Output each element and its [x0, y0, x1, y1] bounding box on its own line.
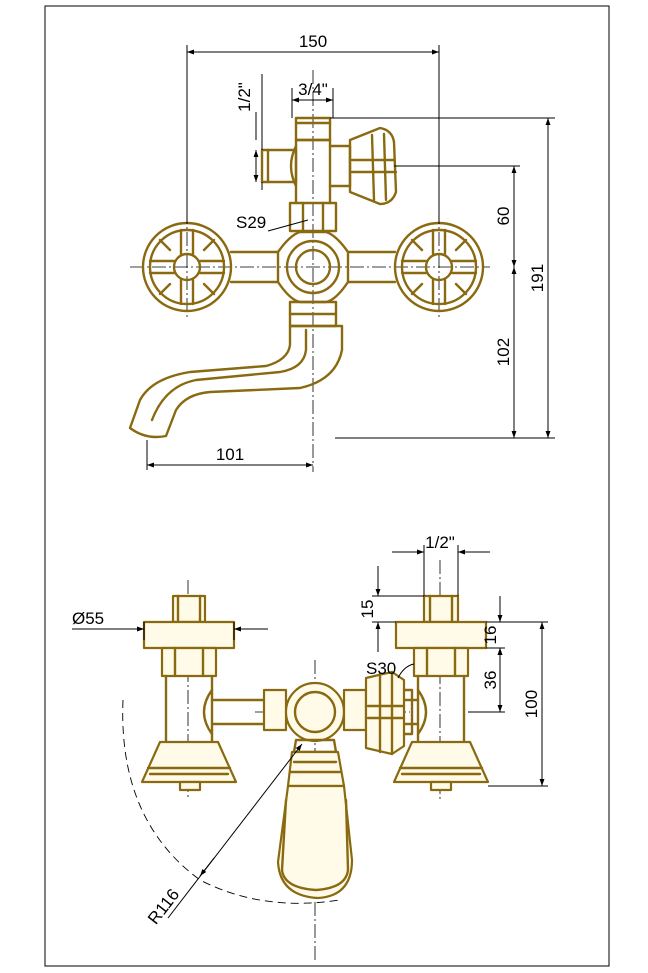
dimension-height-100: 100: [522, 622, 545, 786]
dimension-label: 1/2": [425, 533, 455, 552]
dimension-height-60: 60: [494, 166, 517, 267]
dimension-label: 16: [481, 626, 500, 645]
nut-label-s30: S30: [366, 659, 415, 679]
dimension-height-102: 102: [494, 267, 517, 438]
dimension-label: 15: [358, 600, 377, 619]
spout-top: [128, 324, 344, 439]
dimension-flange-16: 16: [481, 596, 503, 668]
dimension-label: 3/4": [298, 80, 328, 99]
dimension-spout-101: 101: [147, 445, 313, 468]
dimension-inlet-thread-front: 1/2": [392, 533, 490, 555]
dimension-label: S29: [236, 213, 266, 232]
right-valve-front: [392, 594, 490, 792]
spout-top-inner: [150, 328, 308, 422]
dimension-thread-15: 15: [358, 566, 381, 652]
dimension-label: 191: [528, 264, 547, 292]
left-handle-wheel: [141, 221, 233, 313]
dimension-label: 150: [299, 32, 327, 51]
left-valve-front: [140, 594, 238, 792]
dimension-label: Ø55: [72, 609, 104, 628]
dimension-label: 102: [494, 338, 513, 366]
dimension-handle-55: Ø55: [72, 609, 268, 632]
dimension-outlet-thread: 3/4": [292, 80, 333, 103]
dimension-height-191: 191: [528, 118, 551, 438]
top-view: 150 3/4" 1/2" S29 60 102: [128, 32, 555, 472]
dimension-label: 60: [494, 207, 513, 226]
mixer-body-top: [229, 116, 398, 328]
dimension-label: S30: [366, 659, 396, 678]
nut-label-s29: S29: [236, 213, 309, 232]
mixer-body-front: [210, 670, 420, 756]
dimension-inlet-thread-top: 1/2": [235, 82, 259, 182]
spout-front: [276, 750, 354, 900]
dimension-label: 1/2": [235, 82, 254, 112]
front-view: 1/2" 15 Ø55 S30 16 36: [72, 533, 548, 960]
dimension-offset-36: 36: [481, 648, 503, 712]
dimension-label: 36: [481, 671, 500, 690]
dimension-label: 101: [216, 445, 244, 464]
dimension-label: 100: [522, 690, 541, 718]
dimension-width-150: 150: [187, 32, 439, 55]
drawing-frame: [44, 5, 610, 967]
